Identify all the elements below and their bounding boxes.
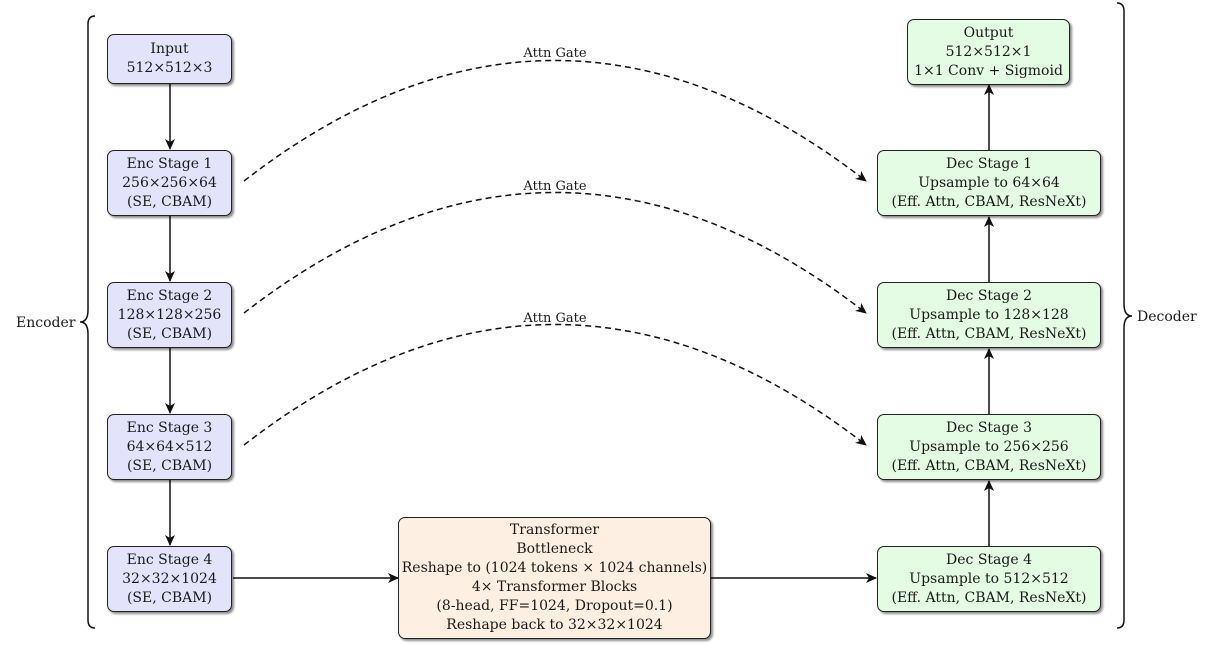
input-shape: 512×512×3 [126,60,213,76]
dec-stage-2: Dec Stage 2 Upsample to 128×128 (Eff. At… [877,282,1101,348]
bottleneck-subtitle: Bottleneck [516,541,593,557]
decoder-label: Decoder [1137,309,1197,325]
encoder-brace [79,15,96,629]
input-node: Input 512×512×3 [107,34,232,84]
dec-stage-title: Dec Stage 2 [946,287,1032,304]
attn-gate-label-3: Attn Gate [523,311,587,326]
enc-stage-3: Enc Stage 3 64×64×512 (SE, CBAM) [107,414,232,480]
dec-stage-modules: (Eff. Attn, CBAM, ResNeXt) [891,589,1087,606]
attn-gate-label-2: Attn Gate [523,179,587,194]
decoder-brace [1116,2,1133,629]
dec-stage-modules: (Eff. Attn, CBAM, ResNeXt) [891,193,1087,210]
dec-stage-title: Dec Stage 4 [946,551,1032,568]
enc-stage-modules: (SE, CBAM) [126,193,213,210]
enc-stage-title: Enc Stage 4 [126,551,213,568]
output-title: Output [963,24,1014,41]
dec-stage-1: Dec Stage 1 Upsample to 64×64 (Eff. Attn… [877,150,1101,216]
dec-stage-upsample: Upsample to 128×128 [909,306,1069,323]
bottleneck-title: Transformer [509,522,600,538]
enc-stage-modules: (SE, CBAM) [126,589,213,606]
dec-stage-upsample: Upsample to 512×512 [909,570,1069,587]
output-shape: 512×512×1 [945,43,1032,60]
dec-stage-3: Dec Stage 3 Upsample to 256×256 (Eff. At… [877,414,1101,480]
enc-stage-shape: 32×32×1024 [122,570,217,587]
bottleneck-blocks: 4× Transformer Blocks [471,579,638,595]
enc-stage-shape: 256×256×64 [122,174,217,191]
enc-stage-title: Enc Stage 2 [126,287,213,304]
enc-stage-4: Enc Stage 4 32×32×1024 (SE, CBAM) [107,546,232,612]
encoder-label: Encoder [16,315,76,331]
attn-gate-connection-1 [243,59,867,182]
dec-stage-modules: (Eff. Attn, CBAM, ResNeXt) [891,457,1087,474]
dec-stage-upsample: Upsample to 64×64 [918,174,1060,191]
bottleneck-config: (8-head, FF=1024, Dropout=0.1) [436,598,673,614]
enc-stage-shape: 128×128×256 [117,306,222,323]
dec-stage-modules: (Eff. Attn, CBAM, ResNeXt) [891,325,1087,342]
transformer-bottleneck: Transformer Bottleneck Reshape to (1024 … [398,517,711,639]
dec-stage-4: Dec Stage 4 Upsample to 512×512 (Eff. At… [877,546,1101,612]
dec-stage-title: Dec Stage 1 [946,155,1032,172]
attn-gate-connection-3 [243,323,867,446]
enc-stage-1: Enc Stage 1 256×256×64 (SE, CBAM) [107,150,232,216]
dec-stage-upsample: Upsample to 256×256 [909,438,1069,455]
enc-stage-title: Enc Stage 3 [126,419,213,436]
input-title: Input [150,41,189,57]
bottleneck-reshape: Reshape to (1024 tokens × 1024 channels) [401,560,708,576]
attn-gate-connection-2 [243,191,867,314]
bottleneck-reshape-back: Reshape back to 32×32×1024 [446,617,663,633]
enc-stage-modules: (SE, CBAM) [126,457,213,474]
output-op: 1×1 Conv + Sigmoid [914,62,1063,79]
enc-stage-shape: 64×64×512 [126,438,213,455]
enc-stage-modules: (SE, CBAM) [126,325,213,342]
enc-stage-title: Enc Stage 1 [126,155,213,172]
attn-gate-label-1: Attn Gate [523,46,587,61]
dec-stage-title: Dec Stage 3 [946,419,1032,436]
enc-stage-2: Enc Stage 2 128×128×256 (SE, CBAM) [107,282,232,348]
output-node: Output 512×512×1 1×1 Conv + Sigmoid [907,19,1070,85]
